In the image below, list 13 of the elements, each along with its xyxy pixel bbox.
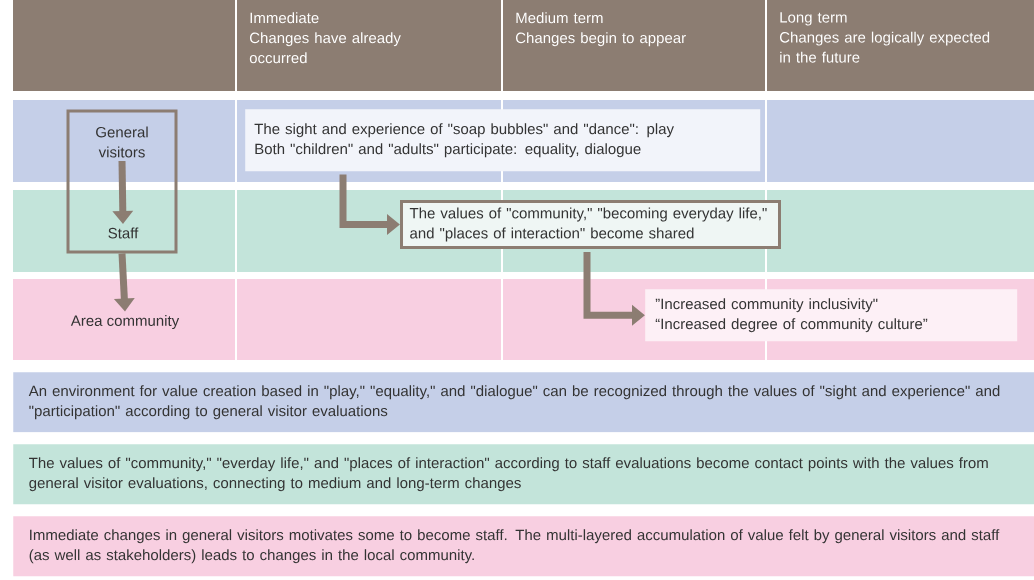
text-panel: An environment for value creation based in "play," "equality," and "dialogue" can be recognized through the values of "sight and experience" and "participation" according to general visitor evaluations	[13, 372, 1034, 433]
header-cell: Medium term Changes begin to appear	[503, 0, 765, 91]
note-box: The sight and experience of "soap bubbles" and "dance": play Both "children" and "adults" participate: equality, dialogue	[245, 109, 761, 172]
note-box: ”Increased community inclusivity" “Increased degree of community culture”	[645, 289, 1018, 342]
header-cell: Long term Changes are logically expected in the future	[767, 0, 1034, 91]
node-label: Staff	[108, 227, 139, 239]
node-label: Area community	[70, 315, 180, 329]
box-outline	[66, 109, 178, 254]
text-panel: Immediate changes in general visitors motivates some to become staff. The multi-layered accumulation of value felt by general visitors and staff (as well as stakeholders) leads to changes in the local community.	[13, 516, 1034, 577]
note-box: The values of "community," "becoming everyday life," and "places of interaction" become shared	[400, 200, 781, 249]
header-cell: Immediate Changes have already occurred	[237, 0, 501, 91]
node-label: General visitors	[96, 126, 148, 158]
text-panel: The values of "community," "everday life," and "places of interaction" according to staff evaluations become contact points with the values from general visitor evaluations, connecting to medium and long-term changes	[13, 444, 1034, 505]
